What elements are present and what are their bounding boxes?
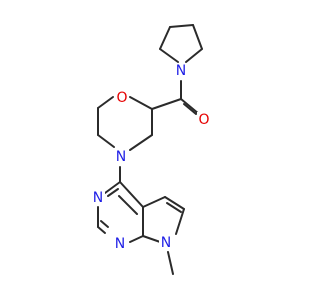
morpholine-ring bbox=[97, 96, 153, 151]
molecule-structure: N O O N N N N bbox=[91, 24, 211, 275]
nitrogen-label: N bbox=[116, 149, 126, 165]
nitrogen-label: N bbox=[93, 190, 103, 206]
oxygen-label: O bbox=[198, 112, 209, 128]
bond bbox=[129, 134, 153, 151]
atom-n-pyrimidine-3: N bbox=[91, 190, 105, 206]
nitrogen-label: N bbox=[161, 235, 171, 251]
bond bbox=[129, 96, 153, 110]
bond bbox=[183, 103, 197, 115]
pyrrole-ring bbox=[142, 196, 185, 244]
atom-n-morpholine: N bbox=[114, 149, 128, 165]
bond bbox=[151, 98, 182, 110]
pyrimidine-ring bbox=[97, 181, 144, 243]
bond bbox=[192, 24, 203, 50]
methyl-bond bbox=[167, 251, 174, 275]
nitrogen-label: N bbox=[115, 236, 125, 252]
amide-group bbox=[151, 80, 200, 115]
bond bbox=[107, 188, 119, 197]
atom-n-pyrimidine-1: N bbox=[113, 236, 127, 252]
bond bbox=[97, 134, 115, 148]
atom-o-morpholine: O bbox=[115, 90, 129, 106]
bond bbox=[129, 235, 144, 243]
bond bbox=[169, 24, 194, 28]
pyrrolidine-ring bbox=[159, 24, 203, 63]
oxygen-label: O bbox=[116, 90, 127, 106]
bond bbox=[118, 195, 138, 215]
bond bbox=[100, 220, 109, 228]
bond bbox=[166, 202, 182, 213]
bond bbox=[159, 48, 179, 63]
bond bbox=[142, 196, 166, 208]
bond bbox=[164, 196, 185, 210]
atom-n-pyrrolidine: N bbox=[174, 63, 188, 79]
bond bbox=[185, 48, 203, 63]
bond bbox=[119, 181, 144, 208]
bond bbox=[180, 98, 200, 115]
nitrogen-label: N bbox=[176, 63, 186, 79]
atom-n-pyrrole: N bbox=[159, 235, 173, 251]
bond bbox=[175, 208, 185, 235]
atom-o-carbonyl: O bbox=[197, 112, 211, 128]
bond bbox=[97, 226, 106, 234]
bond bbox=[104, 181, 121, 194]
bond bbox=[97, 96, 114, 109]
bond bbox=[159, 26, 171, 50]
